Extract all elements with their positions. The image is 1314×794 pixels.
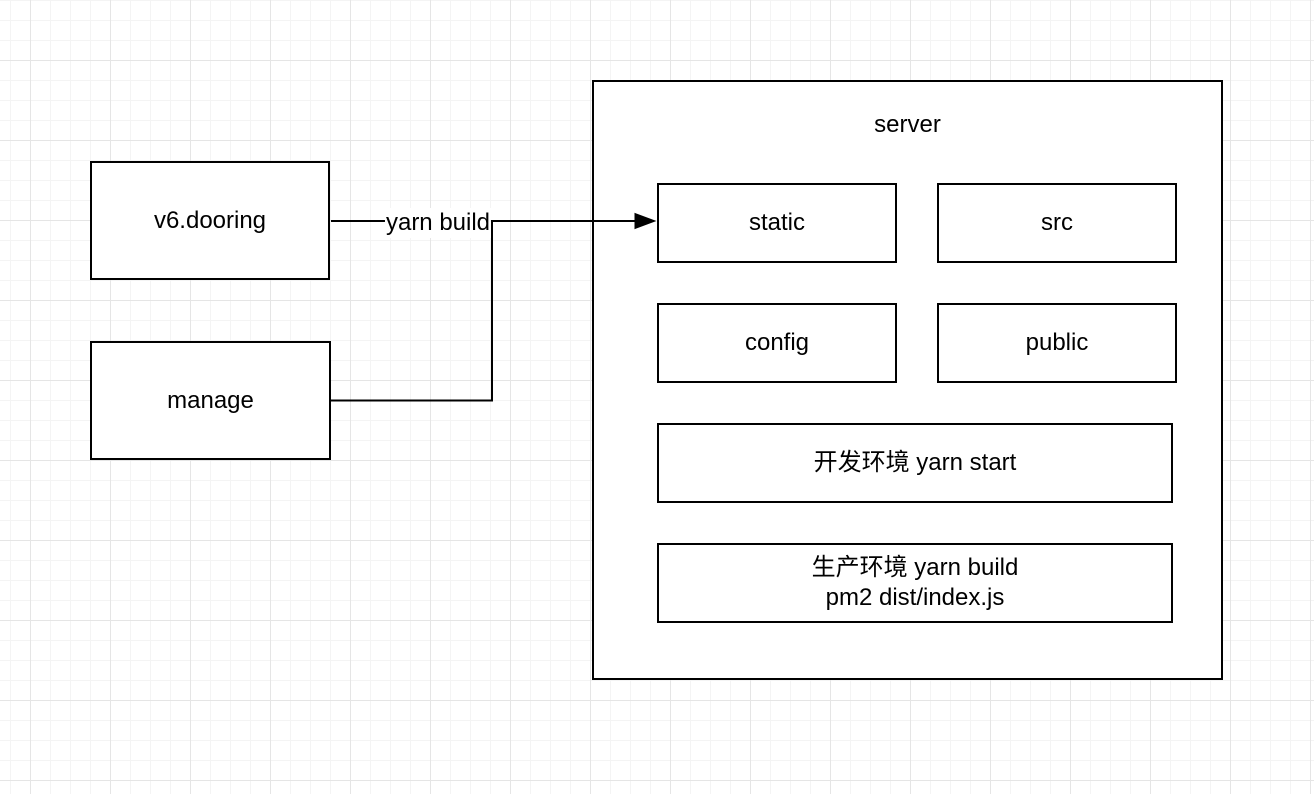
node-public[interactable]: public [937,303,1177,383]
server-group-label: server [874,111,941,138]
node-config[interactable]: config [657,303,897,383]
node-static-label: static [748,209,805,236]
node-dev-env-label: 开发环境 yarn start [813,449,1017,476]
node-v6dooring[interactable]: v6.dooring [90,161,330,280]
node-prod-env-label: 生产环境 yarn build pm2 dist/index.js [812,553,1019,613]
prod-env-line1: 生产环境 yarn build [811,554,1019,581]
node-server-group[interactable]: server static src config public 开发环境 yar… [592,80,1223,680]
node-public-label: public [1025,329,1089,356]
node-config-label: config [744,329,810,356]
prod-env-line2: pm2 dist/index.js [825,584,1005,611]
node-static[interactable]: static [657,183,897,263]
node-src[interactable]: src [937,183,1177,263]
node-manage[interactable]: manage [90,341,331,460]
node-src-label: src [1041,209,1073,236]
edge-manage-to-build[interactable] [331,220,493,402]
node-dev-env[interactable]: 开发环境 yarn start [657,423,1173,503]
edge-label-yarn-build[interactable]: yarn build [384,208,492,238]
node-manage-label: manage [167,386,254,414]
node-prod-env[interactable]: 生产环境 yarn build pm2 dist/index.js [657,543,1173,623]
node-v6dooring-label: v6.dooring [153,206,267,234]
